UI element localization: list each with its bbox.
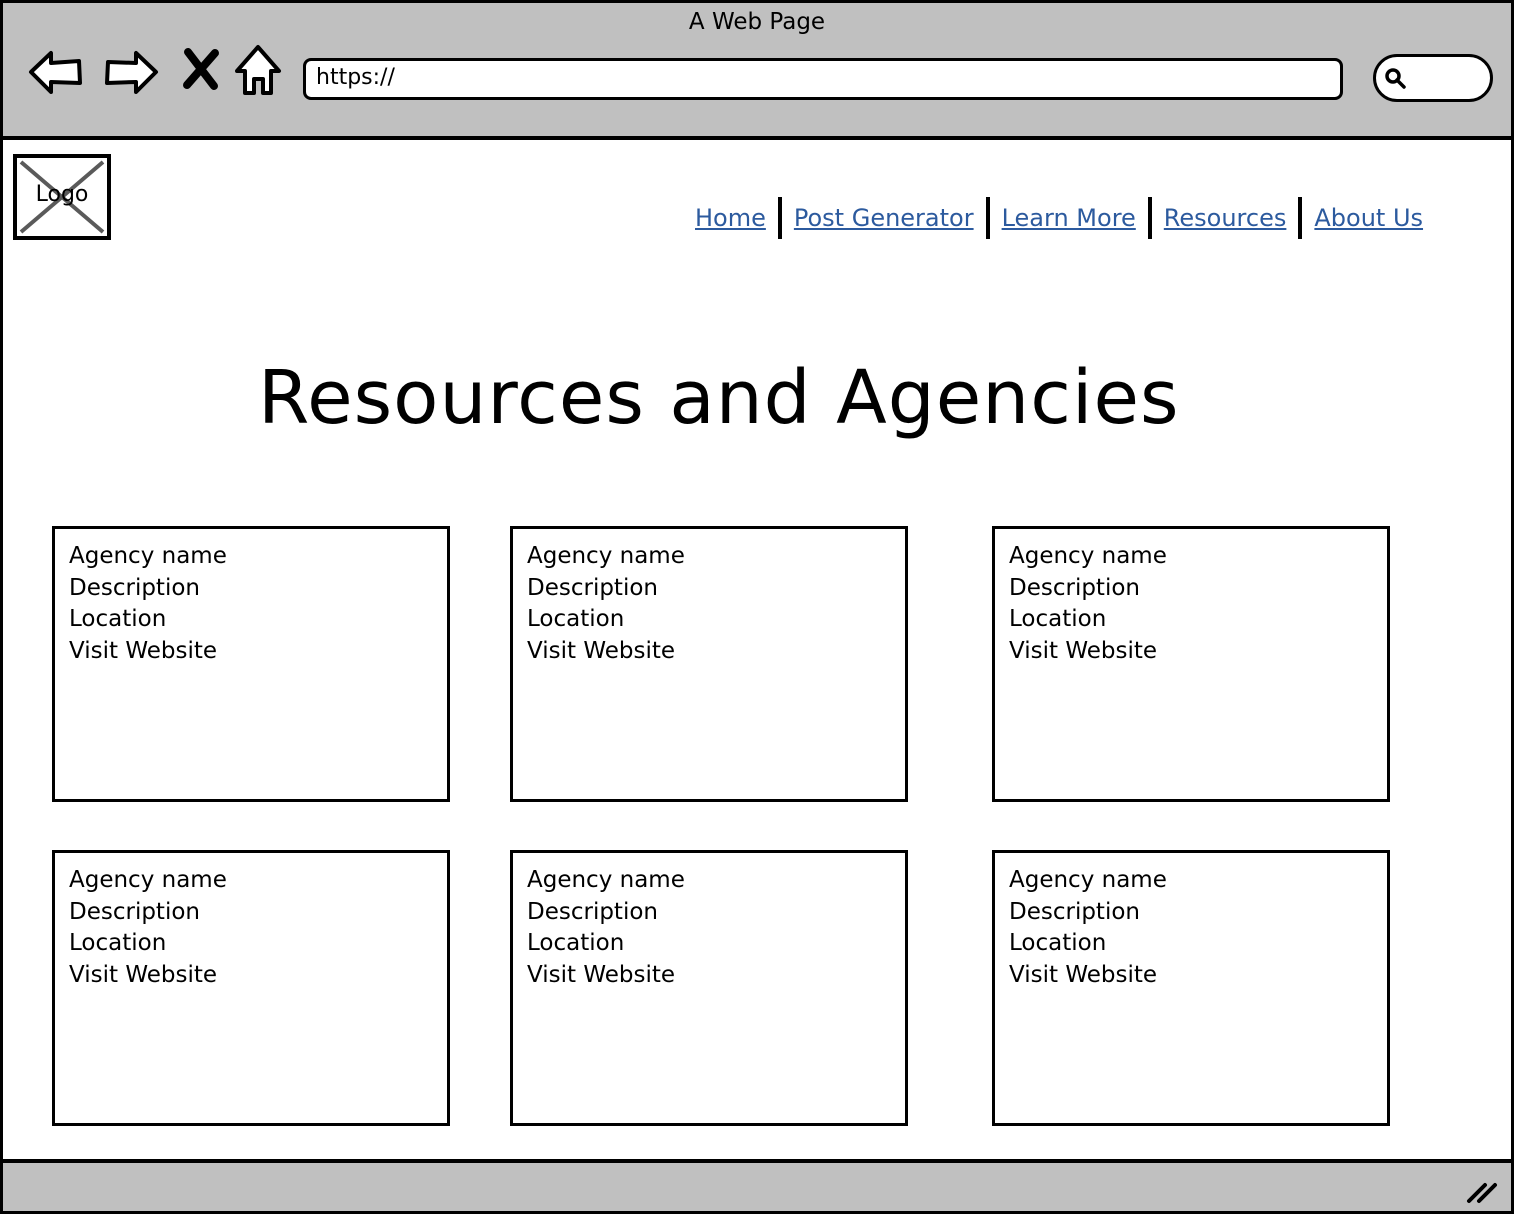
page-title: Resources and Agencies [258, 355, 1180, 441]
agency-description: Description [69, 898, 200, 925]
agency-description: Description [527, 898, 658, 925]
visit-website-link[interactable]: Visit Website [527, 961, 676, 988]
nav-link-resources[interactable]: Resources [1163, 204, 1287, 232]
status-bar [3, 1159, 1511, 1211]
agency-location: Location [1009, 606, 1107, 632]
agency-card: Agency name Description Location Visit W… [52, 526, 450, 802]
logo-placeholder[interactable]: Logo [13, 154, 111, 240]
agency-name: Agency name [1009, 543, 1167, 569]
agency-name: Agency name [69, 867, 227, 893]
agency-description: Description [1009, 574, 1140, 601]
resize-grip-icon[interactable] [1465, 1177, 1499, 1205]
nav-link-learn-more[interactable]: Learn More [1001, 204, 1136, 232]
agency-card: Agency name Description Location Visit W… [992, 526, 1390, 802]
back-arrow-icon[interactable] [25, 41, 87, 103]
agency-card: Agency name Description Location Visit W… [510, 850, 908, 1126]
visit-website-link[interactable]: Visit Website [69, 637, 218, 664]
nav-link-home[interactable]: Home [695, 204, 766, 232]
agency-location: Location [69, 930, 167, 956]
agency-description: Description [1009, 898, 1140, 925]
agency-description: Description [527, 574, 658, 601]
agency-location: Location [527, 930, 625, 956]
main-nav: Home Post Generator Learn More Resources… [683, 197, 1435, 239]
browser-toolbar: A Web Page https:// [3, 3, 1511, 140]
visit-website-link[interactable]: Visit Website [527, 637, 676, 664]
agency-name: Agency name [69, 543, 227, 569]
agency-name: Agency name [1009, 867, 1167, 893]
stop-icon[interactable] [171, 41, 233, 103]
agency-location: Location [1009, 930, 1107, 956]
visit-website-link[interactable]: Visit Website [1009, 961, 1158, 988]
agency-card: Agency name Description Location Visit W… [992, 850, 1390, 1126]
search-field[interactable] [1373, 54, 1493, 102]
url-input[interactable]: https:// [303, 58, 1343, 100]
logo-label: Logo [35, 182, 89, 207]
agency-description: Description [69, 574, 200, 601]
visit-website-link[interactable]: Visit Website [69, 961, 218, 988]
nav-divider [1147, 197, 1152, 239]
nav-divider [777, 197, 782, 239]
agency-card: Agency name Description Location Visit W… [52, 850, 450, 1126]
agency-name: Agency name [527, 867, 685, 893]
home-icon[interactable] [229, 41, 291, 103]
nav-link-about-us[interactable]: About Us [1314, 204, 1424, 232]
window-title: A Web Page [688, 9, 826, 35]
nav-divider [1298, 197, 1303, 239]
agency-name: Agency name [527, 543, 685, 569]
placeholder-cross-icon [19, 160, 105, 234]
agency-location: Location [69, 606, 167, 632]
search-icon [1385, 68, 1406, 89]
visit-website-link[interactable]: Visit Website [1009, 637, 1158, 664]
agency-card: Agency name Description Location Visit W… [510, 526, 908, 802]
nav-link-post-generator[interactable]: Post Generator [793, 204, 974, 232]
nav-divider [985, 197, 990, 239]
forward-arrow-icon[interactable] [100, 41, 162, 103]
agency-location: Location [527, 606, 625, 632]
